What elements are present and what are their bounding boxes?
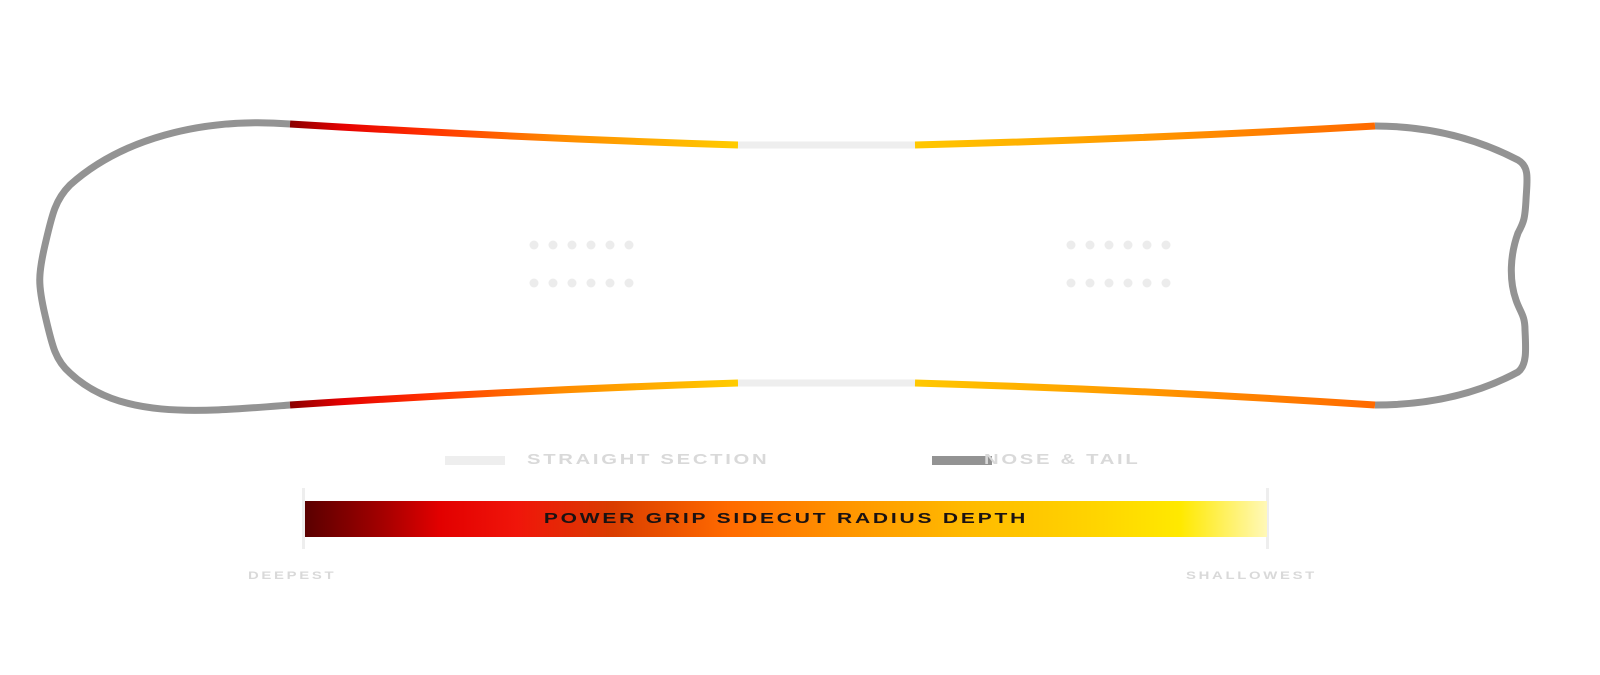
insert-hole — [1066, 278, 1076, 288]
scale-title: POWER GRIP SIDECUT RADIUS DEPTH — [543, 510, 1029, 527]
insert-hole — [567, 240, 577, 250]
insert-hole — [624, 278, 634, 288]
insert-hole — [586, 278, 596, 288]
insert-hole — [1104, 278, 1114, 288]
insert-hole — [1161, 278, 1171, 288]
sidecut-bottom-nose-half — [289, 379, 739, 409]
insert-hole — [624, 240, 634, 250]
insert-hole — [1123, 278, 1133, 288]
straight-section-swatch — [445, 456, 505, 465]
tail-edge — [1374, 122, 1531, 409]
sidecut-bottom-tail-half — [914, 379, 1376, 409]
nose-tail-swatch — [932, 456, 992, 465]
sidecut-top-nose-half — [289, 120, 739, 149]
scale-tick-right — [1266, 488, 1269, 549]
scale-tick-left — [302, 488, 305, 549]
insert-hole — [605, 278, 615, 288]
insert-hole — [548, 278, 558, 288]
insert-hole — [1161, 240, 1171, 250]
insert-hole — [1066, 240, 1076, 250]
insert-hole — [1123, 240, 1133, 250]
insert-hole — [529, 240, 539, 250]
insert-hole — [1142, 278, 1152, 288]
insert-hole — [1085, 278, 1095, 288]
deepest-label: DEEPEST — [248, 570, 337, 582]
straight-section-label: STRAIGHT SECTION — [527, 451, 770, 468]
insert-hole — [1142, 240, 1152, 250]
nose-edge — [36, 119, 291, 414]
shallowest-label: SHALLOWEST — [1186, 570, 1317, 582]
insert-hole — [548, 240, 558, 250]
insert-hole — [529, 278, 539, 288]
nose-tail-label: NOSE & TAIL — [984, 451, 1141, 468]
insert-hole — [567, 278, 577, 288]
insert-hole — [586, 240, 596, 250]
radius-depth-gradient-bar: POWER GRIP SIDECUT RADIUS DEPTH — [305, 501, 1267, 537]
insert-hole — [605, 240, 615, 250]
insert-hole — [1104, 240, 1114, 250]
binding-inserts — [529, 240, 1171, 288]
sidecut-top-tail-half — [914, 122, 1376, 149]
insert-hole — [1085, 240, 1095, 250]
